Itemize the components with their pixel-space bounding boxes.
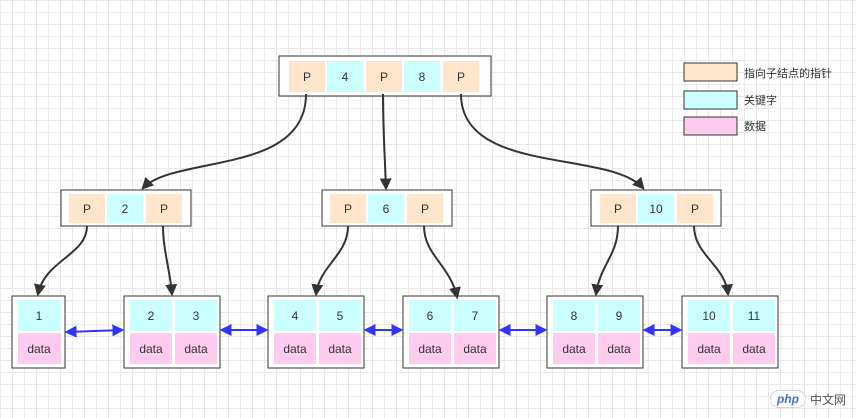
internal-node-1: P 2 P [60, 189, 192, 227]
leaf-5-data-1: data [562, 342, 586, 356]
internal-1-pointer-2: P [160, 202, 168, 216]
leaf-1-key-1: 1 [36, 309, 43, 323]
leaf-node-3: 4 5 data data [267, 295, 365, 369]
leaf-node-6: 10 11 data data [681, 295, 779, 369]
root-pointer-1: P [303, 70, 311, 84]
leaf-2-data-1: data [139, 342, 163, 356]
root-pointer-2: P [380, 70, 388, 84]
internal-2-pointer-2: P [421, 202, 429, 216]
internal-2-key: 6 [383, 202, 390, 216]
leaf-5-data-2: data [607, 342, 631, 356]
php-logo: php [769, 390, 806, 408]
leaf-2-key-2: 3 [193, 309, 200, 323]
legend-label-data: 数据 [744, 119, 766, 133]
legend-swatch-pointer [683, 62, 738, 82]
legend: 指向子结点的指针 关键字 数据 [683, 62, 832, 136]
leaf-node-5: 8 9 data data [546, 295, 644, 369]
edge-internal-1-to-leaf-1 [34, 225, 88, 297]
legend-label-key: 关键字 [744, 93, 777, 107]
leaf-node-2: 2 3 data data [123, 295, 221, 369]
legend-label-pointer: 指向子结点的指针 [744, 66, 832, 80]
root-key-2: 8 [419, 70, 426, 84]
legend-swatch-key [683, 90, 738, 110]
edge-root-to-internal-3 [460, 93, 645, 190]
leaf-6-data-2: data [742, 342, 766, 356]
edge-root-to-internal-1 [141, 93, 307, 190]
edge-internal-1-to-leaf-2 [162, 225, 178, 297]
leaf-node-1: 1 data [11, 295, 66, 369]
leaf-3-data-2: data [328, 342, 352, 356]
internal-1-key: 2 [122, 202, 129, 216]
internal-node-2: P 6 P [321, 189, 453, 227]
leaf-4-key-1: 6 [427, 309, 434, 323]
leaf-4-data-1: data [418, 342, 442, 356]
site-watermark: php 中文网 [769, 390, 846, 408]
leaf-link-1-2 [64, 324, 125, 338]
leaf-3-key-1: 4 [292, 309, 299, 323]
root-node: P 4 P 8 P [278, 55, 492, 97]
internal-1-pointer-1: P [83, 202, 91, 216]
leaf-node-4: 6 7 data data [402, 295, 500, 369]
leaf-5-key-2: 9 [616, 309, 623, 323]
leaf-2-key-1: 2 [148, 309, 155, 323]
watermark-site-text: 中文网 [809, 392, 846, 407]
leaf-4-data-2: data [463, 342, 487, 356]
root-pointer-3: P [457, 70, 465, 84]
leaf-4-key-2: 7 [472, 309, 479, 323]
leaf-3-key-2: 5 [337, 309, 344, 323]
edge-root-to-internal-2 [379, 93, 392, 191]
leaf-2-data-2: data [184, 342, 208, 356]
leaf-6-data-1: data [697, 342, 721, 356]
internal-3-pointer-2: P [691, 202, 699, 216]
root-key-1: 4 [342, 70, 349, 84]
internal-3-pointer-1: P [614, 202, 622, 216]
edge-internal-3-to-leaf-6 [693, 225, 733, 297]
edge-internal-3-to-leaf-5 [591, 225, 619, 297]
edge-internal-2-to-leaf-4 [423, 225, 461, 300]
leaf-1-data-1: data [27, 342, 51, 356]
leaf-3-data-1: data [283, 342, 307, 356]
leaf-5-key-1: 8 [571, 309, 578, 323]
internal-3-key: 10 [649, 202, 663, 216]
leaf-6-key-1: 10 [702, 309, 716, 323]
edge-internal-2-to-leaf-3 [311, 225, 349, 297]
leaf-6-key-2: 11 [748, 309, 761, 323]
internal-node-3: P 10 P [590, 189, 722, 227]
legend-swatch-data [683, 116, 738, 136]
internal-2-pointer-1: P [344, 202, 352, 216]
